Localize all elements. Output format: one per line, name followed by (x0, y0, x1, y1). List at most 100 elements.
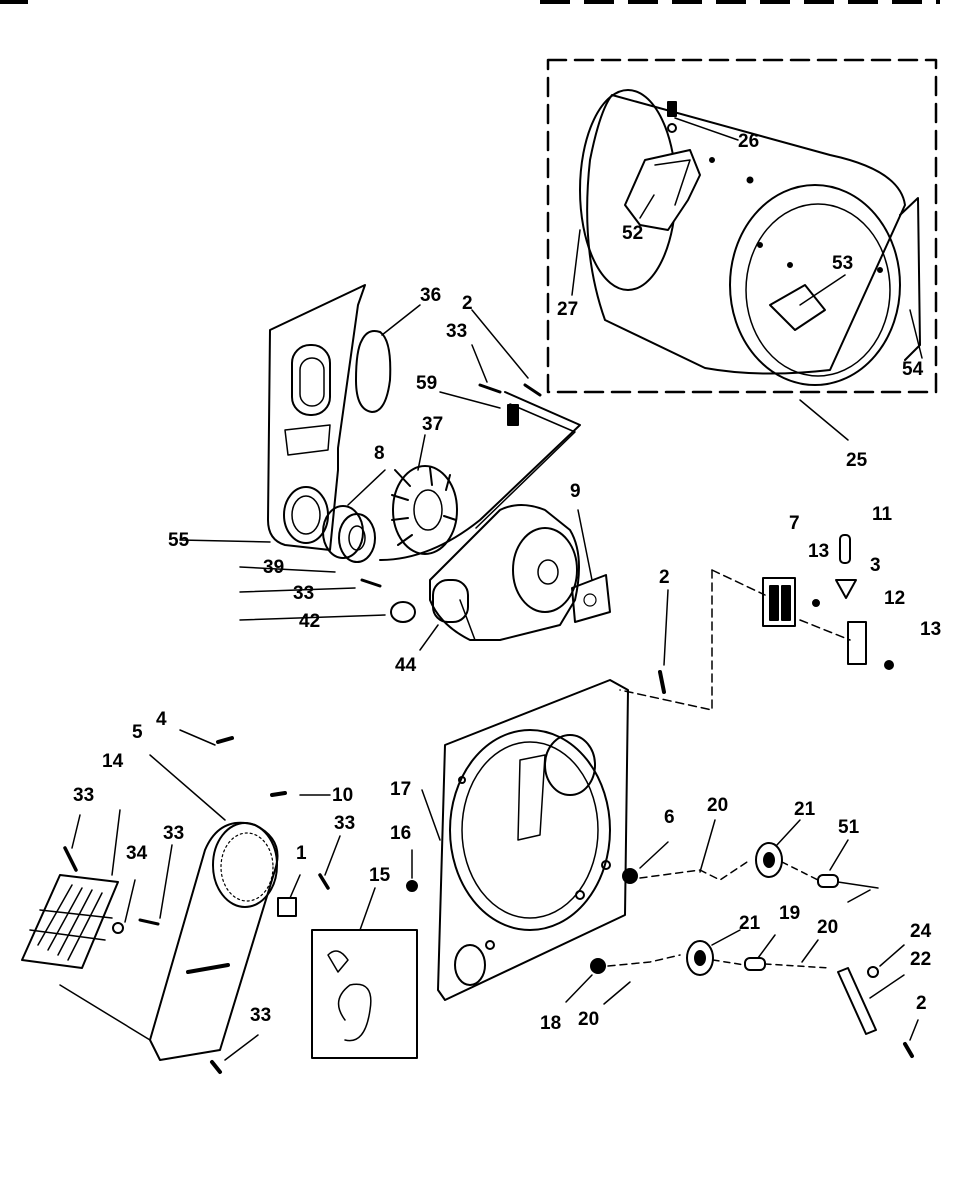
part-label-33-left: 33 (73, 785, 95, 806)
part-label-33-upper: 33 (446, 321, 468, 342)
roller-6 (622, 868, 638, 884)
drum-seal (899, 197, 921, 361)
clip-18 (590, 958, 606, 974)
terminal-block (762, 577, 796, 627)
part-label-36: 36 (420, 285, 442, 306)
toe-panel-group (21, 729, 418, 1074)
bracket-12 (847, 621, 867, 665)
clip-3 (835, 579, 857, 599)
grille-14 (21, 874, 119, 969)
screw-4 (216, 736, 234, 744)
part-label-33-bottom: 33 (250, 1005, 272, 1026)
part-label-4: 4 (156, 709, 167, 730)
drum-baffle (769, 284, 826, 331)
screw-33-bottom (210, 1060, 222, 1074)
screw-33-left (63, 846, 78, 872)
screw-26 (667, 101, 677, 117)
roller-21-lower (686, 940, 714, 976)
nut-16 (406, 880, 418, 892)
washer-24 (867, 966, 879, 978)
part-label-20-upper: 20 (707, 795, 729, 816)
front-panel-group (406, 589, 669, 1001)
part-label-33-center: 33 (163, 823, 185, 844)
drum-body (586, 94, 906, 375)
part-label-16: 16 (390, 823, 412, 844)
part-label-59: 59 (416, 373, 438, 394)
part-label-13-upper: 13 (808, 541, 830, 562)
part-label-54: 54 (902, 359, 924, 380)
header-fragment-right (540, 0, 940, 4)
part-label-55: 55 (168, 530, 190, 551)
screw-33-mid (138, 918, 160, 926)
part-label-17: 17 (390, 779, 412, 800)
part-label-5: 5 (132, 722, 143, 743)
drive-motor (429, 504, 580, 641)
rear-bulkhead (267, 284, 366, 551)
blower-seal (355, 330, 392, 413)
bolt-2-upper (523, 383, 542, 397)
part-label-27: 27 (557, 299, 579, 320)
part-label-51: 51 (838, 817, 860, 838)
part-label-34: 34 (126, 843, 148, 864)
rear-baffle (624, 149, 701, 231)
washer-34 (112, 922, 124, 934)
part-label-18: 18 (540, 1013, 562, 1034)
part-label-53: 53 (832, 253, 854, 274)
part-label-11: 11 (872, 504, 893, 525)
label-card-9 (571, 574, 611, 623)
blower-wheel (391, 465, 458, 555)
part-label-33-right: 33 (334, 813, 356, 834)
part-label-6: 6 (664, 807, 675, 828)
part-label-42: 42 (299, 611, 321, 632)
roller-21-upper (755, 842, 783, 878)
lint-grille (212, 822, 278, 908)
idler-pulley (322, 505, 364, 559)
screw-10 (270, 791, 287, 797)
part-label-26: 26 (738, 131, 760, 152)
drum-front-opening (729, 184, 901, 386)
part-label-21-upper: 21 (794, 799, 816, 820)
part-label-20-mid: 20 (817, 917, 839, 938)
part-label-14: 14 (102, 751, 124, 772)
switch-1 (277, 897, 297, 917)
header-fragment-left (0, 0, 28, 4)
part-label-25: 25 (846, 450, 868, 471)
part-label-2-upper: 2 (462, 293, 473, 314)
drum-roller-group (565, 819, 919, 1058)
part-label-7: 7 (789, 513, 800, 534)
front-panel-17 (437, 679, 629, 1001)
part-label-2-mid: 2 (659, 567, 670, 588)
part-label-24: 24 (910, 921, 932, 942)
kit-15-box (311, 929, 418, 1059)
part-label-52: 52 (622, 223, 644, 244)
part-label-37: 37 (422, 414, 444, 435)
terminal-block-group (619, 534, 894, 711)
part-label-44: 44 (395, 655, 417, 676)
rod-22 (837, 967, 877, 1035)
part-label-21-lower: 21 (739, 913, 761, 934)
part-label-9: 9 (570, 481, 581, 502)
clip-59 (507, 404, 519, 426)
screw-2-lower (903, 1042, 914, 1058)
fuse-11 (839, 534, 851, 564)
shaft-19 (744, 957, 766, 971)
part-label-39: 39 (263, 557, 285, 578)
front-panel-opening (449, 729, 611, 931)
pulley-42 (390, 601, 416, 623)
drum-assembly (546, 58, 938, 441)
part-label-10: 10 (332, 785, 354, 806)
part-label-22: 22 (910, 949, 932, 970)
part-label-12: 12 (884, 588, 906, 609)
part-label-8: 8 (374, 443, 385, 464)
part-label-19: 19 (779, 903, 801, 924)
part-label-1: 1 (296, 843, 307, 864)
drum-group-box (546, 58, 938, 394)
part-label-3: 3 (870, 555, 881, 576)
part-label-2-lower: 2 (916, 993, 927, 1014)
screw-2-front (658, 670, 666, 694)
drive-belt (379, 391, 581, 561)
bulkhead-motor-assembly (179, 284, 611, 651)
part-label-20-lower: 20 (578, 1009, 600, 1030)
bolt-33-upper (478, 383, 502, 394)
